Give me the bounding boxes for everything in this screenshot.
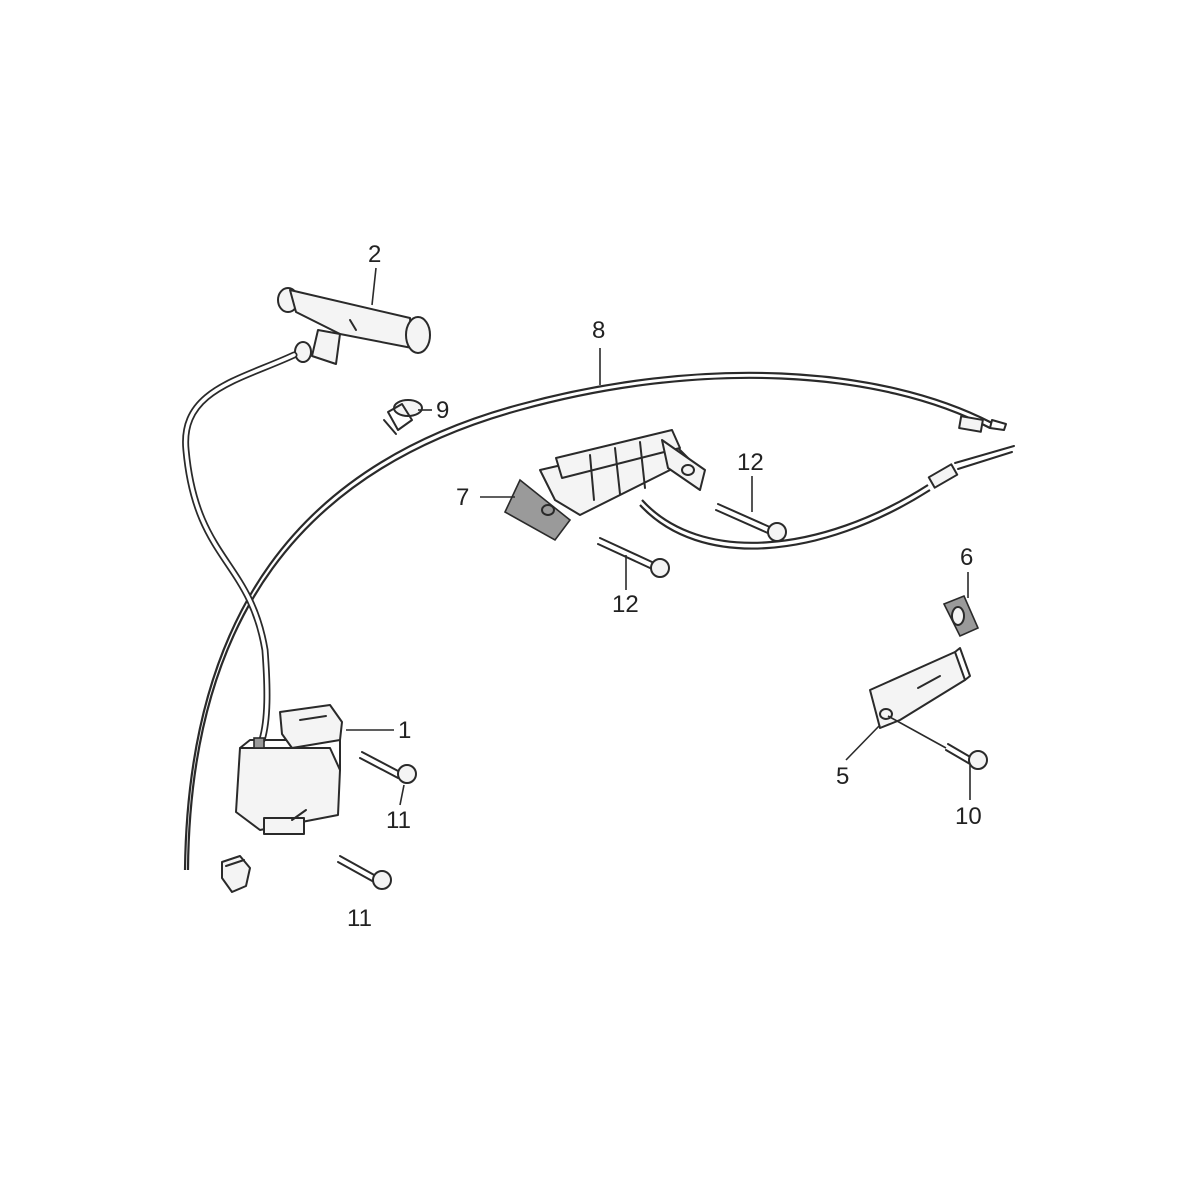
leader-lines xyxy=(346,267,971,806)
callout-9: 9 xyxy=(436,397,449,424)
part-10-bolt xyxy=(945,743,988,770)
callout-1: 1 xyxy=(398,717,411,744)
callout-labels: 1 2 5 6 7 8 9 10 11 11 12 12 xyxy=(347,241,982,932)
part-6-grommet xyxy=(942,594,980,638)
part-12-bolt-lower xyxy=(597,537,670,578)
callout-5: 5 xyxy=(836,763,849,790)
part-11-bolt-lower xyxy=(337,855,392,890)
part-1-ht-lead xyxy=(182,351,298,744)
part-7-exciter-coil xyxy=(503,429,706,542)
part-2-plug-cap xyxy=(277,287,431,365)
part-8-cable xyxy=(183,371,1015,871)
leader-2 xyxy=(371,267,377,306)
callout-10: 10 xyxy=(955,803,982,830)
leader-11a xyxy=(399,784,405,806)
leader-5-to-10 xyxy=(887,715,947,749)
callout-11-lower: 11 xyxy=(347,905,372,932)
callout-8: 8 xyxy=(592,317,605,344)
callout-12-upper: 12 xyxy=(737,449,764,476)
part-1-ground-lead xyxy=(221,855,251,893)
part-5-plate xyxy=(869,647,971,729)
part-1-ignition-coil xyxy=(235,704,343,835)
callout-12-lower: 12 xyxy=(612,591,639,618)
leader-5 xyxy=(845,724,881,761)
callout-6: 6 xyxy=(960,544,973,571)
callout-11-upper: 11 xyxy=(386,807,411,834)
part-12-bolt-upper xyxy=(715,503,787,542)
callout-2: 2 xyxy=(368,241,381,268)
part-9-clip xyxy=(383,399,423,435)
part-11-bolt-upper xyxy=(359,751,417,784)
callout-7: 7 xyxy=(456,484,469,511)
